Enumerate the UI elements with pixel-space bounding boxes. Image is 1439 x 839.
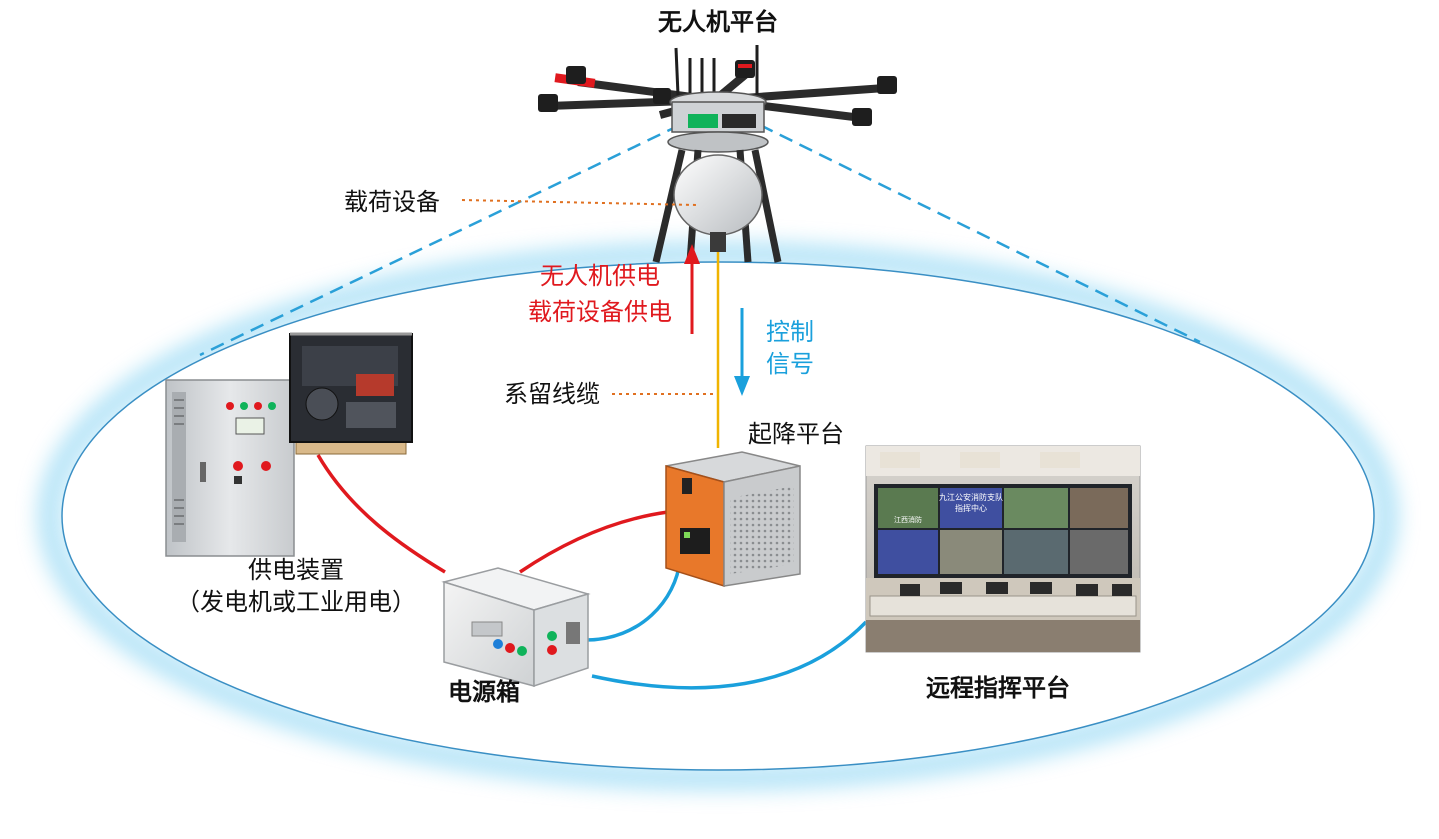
takeoff-platform-box bbox=[665, 451, 801, 588]
payload-leader-line bbox=[461, 199, 697, 206]
power-cable-generator bbox=[316, 454, 446, 574]
tether-cable-label: 系留线缆 bbox=[504, 380, 600, 408]
payload-equipment-label: 载荷设备 bbox=[344, 188, 440, 216]
power-supply-label-1: 供电装置 bbox=[248, 556, 344, 584]
power-box bbox=[441, 567, 591, 688]
power-up-arrow bbox=[684, 244, 700, 334]
control-signal-label-2: 信号 bbox=[766, 350, 814, 378]
power-box-label: 电源箱 bbox=[448, 678, 520, 706]
screen-text-2: 指挥中心 bbox=[955, 503, 987, 513]
control-signal-label-1: 控制 bbox=[766, 318, 814, 346]
command-center-photo: 九江公安消防支队 指挥中心 江西消防 bbox=[865, 445, 1141, 653]
takeoff-platform-label: 起降平台 bbox=[748, 420, 844, 448]
signal-cable-platform bbox=[585, 559, 682, 642]
control-cabinet bbox=[165, 379, 295, 557]
remote-command-label: 远程指挥平台 bbox=[926, 674, 1070, 702]
power-cable-platform bbox=[519, 510, 669, 574]
generator bbox=[289, 332, 413, 455]
drone-platform-label: 无人机平台 bbox=[658, 8, 778, 36]
signal-cable-command bbox=[591, 620, 868, 690]
screen-text-1: 九江公安消防支队 bbox=[939, 492, 1003, 502]
power-supply-label-2: （发电机或工业用电） bbox=[176, 588, 416, 616]
camera-view-cone bbox=[199, 123, 1201, 357]
drone-illustration bbox=[538, 45, 897, 263]
signal-down-arrow bbox=[734, 308, 750, 396]
payload-power-label: 载荷设备供电 bbox=[528, 298, 672, 326]
drone-power-label: 无人机供电 bbox=[540, 262, 660, 290]
screen-text-3: 江西消防 bbox=[894, 515, 922, 524]
